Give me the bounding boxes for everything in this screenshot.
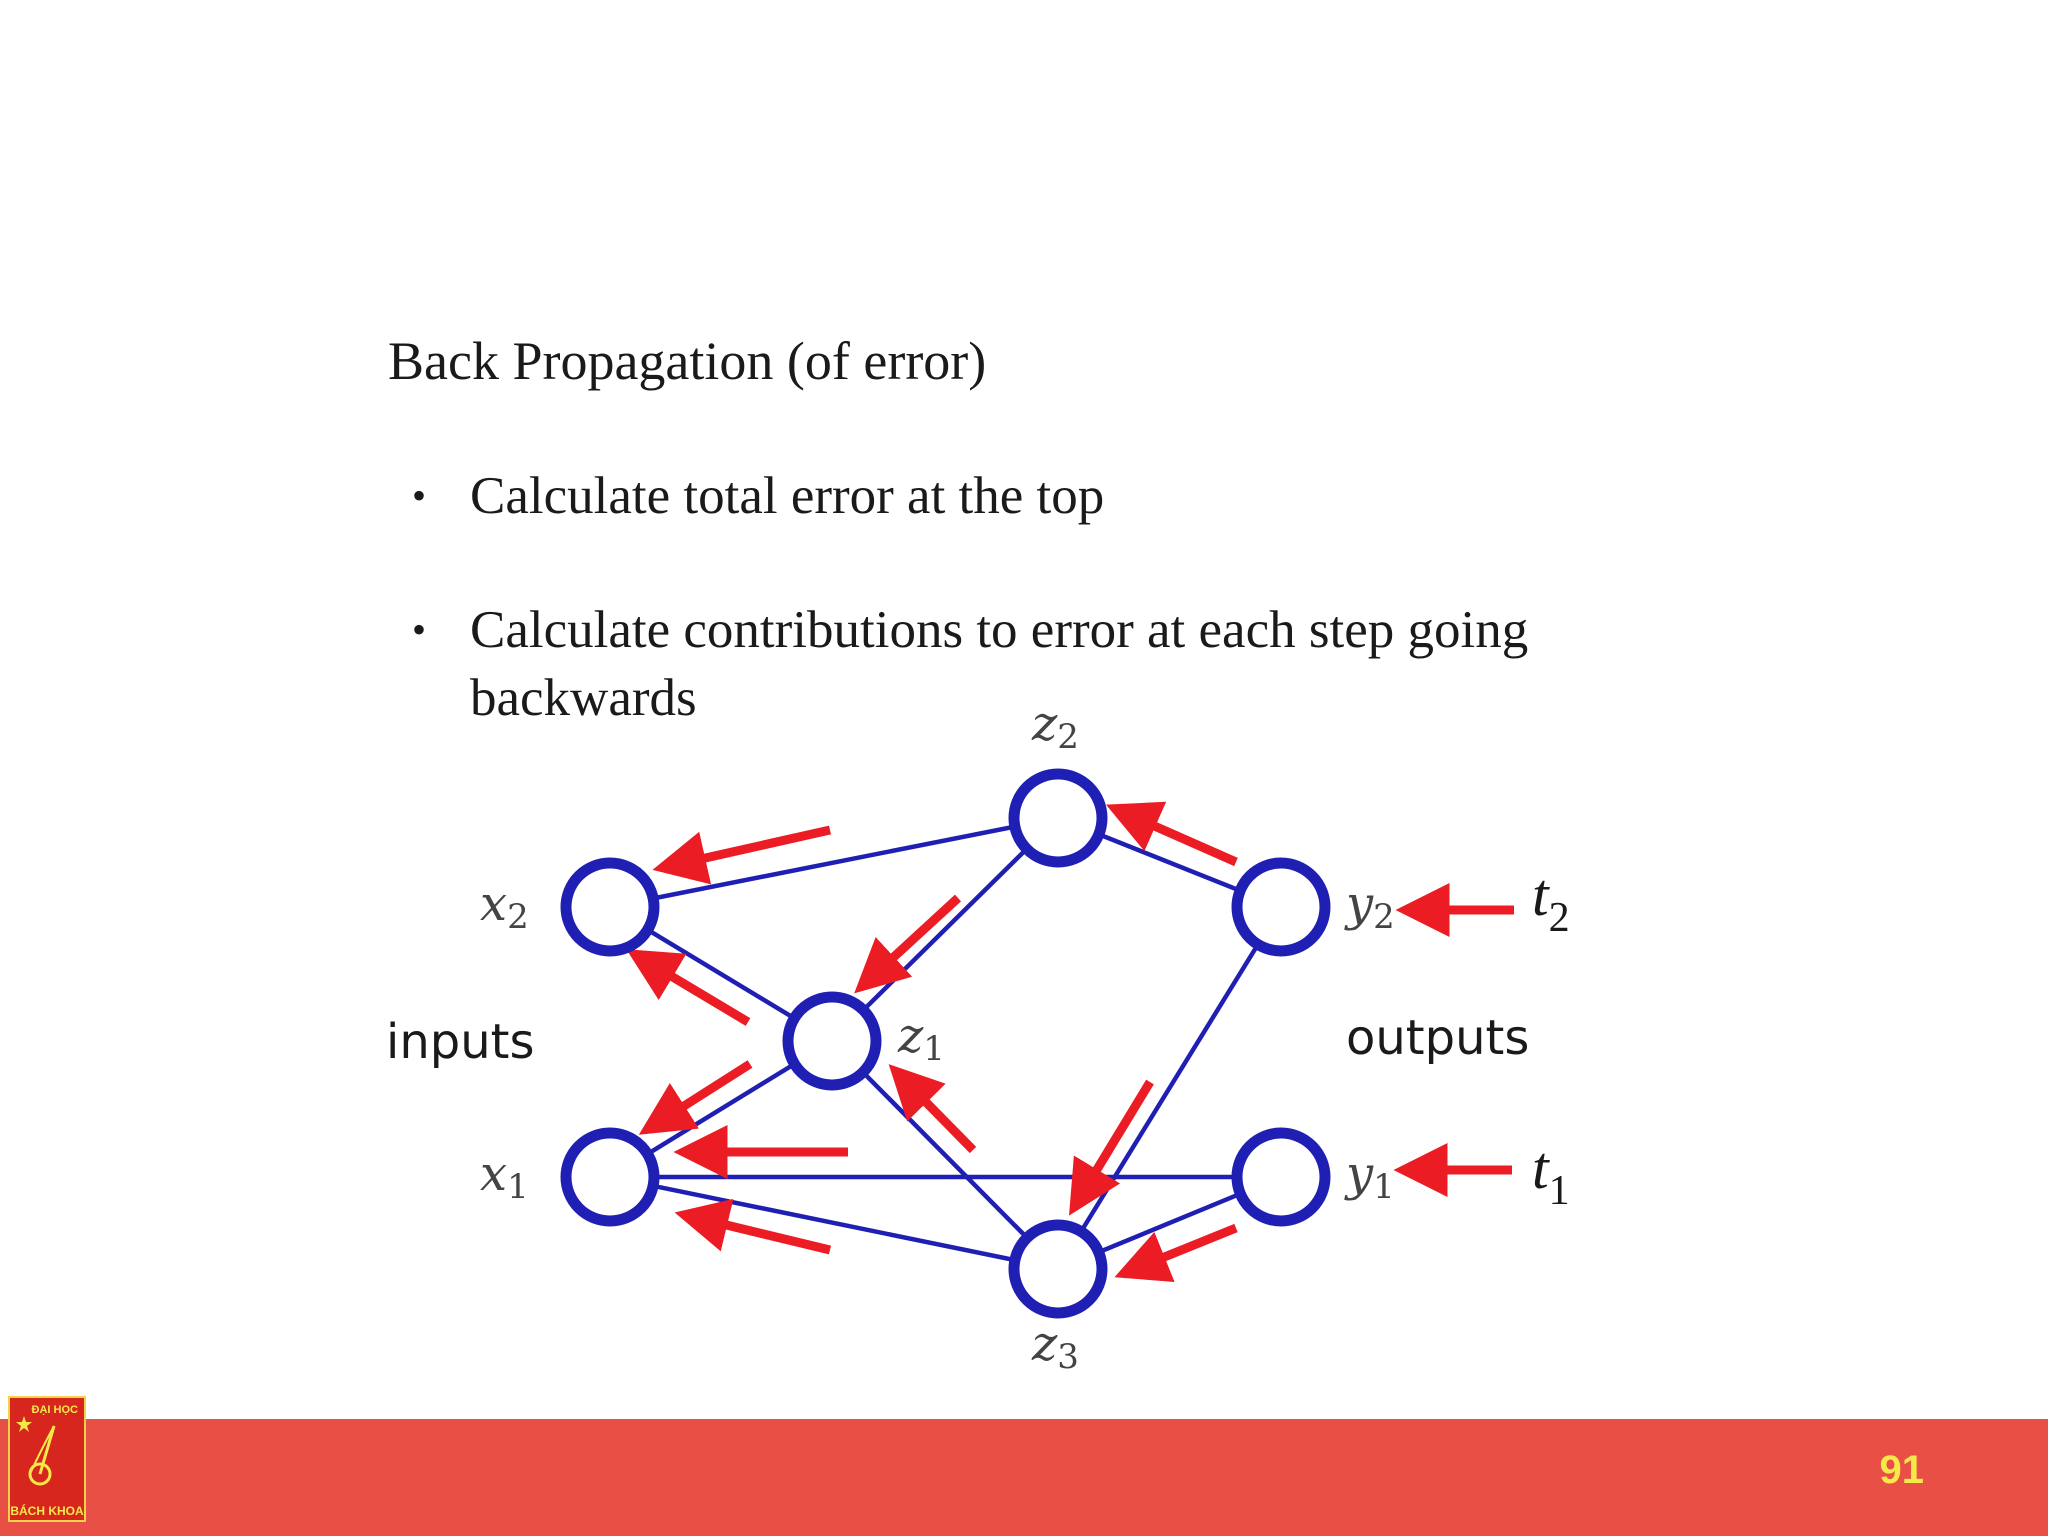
label-y1: y1 <box>1344 1146 1395 1207</box>
nodes <box>560 768 1331 1319</box>
node-y2 <box>1231 857 1331 957</box>
node-x2 <box>560 857 660 957</box>
bullet-dot: • <box>412 607 427 652</box>
arrow-z1-x1 <box>638 1060 753 1135</box>
arrow-y2-z3 <box>1069 1079 1154 1216</box>
label-z1: z1 <box>897 1008 945 1069</box>
node-y1 <box>1231 1127 1331 1227</box>
edge-y2-z3 <box>1056 905 1283 1271</box>
university-logo: ĐẠI HỌC BÁCH KHOA <box>8 1396 86 1522</box>
label-x1: x1 <box>480 1146 529 1207</box>
arrow-z2-x2 <box>652 825 831 885</box>
inputs-label: inputs <box>386 1014 534 1070</box>
arrow-y1-z3 <box>1114 1223 1238 1282</box>
label-y2: y2 <box>1344 876 1395 937</box>
label-x2: x2 <box>480 876 529 937</box>
edges <box>608 815 1283 1272</box>
arrow-z1-x2 <box>626 949 751 1026</box>
edge-z1-z3 <box>830 1039 1060 1271</box>
bullet-item: • Calculate contributions to error at eac… <box>412 596 1712 732</box>
slide-title: Back Propagation (of error) <box>388 331 987 391</box>
bullet-text: Calculate total error at the top <box>470 467 1105 525</box>
edge-x1-z3 <box>609 1174 1059 1272</box>
label-t2: t2 <box>1532 862 1570 941</box>
arrow-y2-z2 <box>1105 801 1238 867</box>
node-z1 <box>782 991 882 1091</box>
footer-bar <box>0 1419 2048 1536</box>
error-arrows <box>626 801 1514 1282</box>
label-t1: t1 <box>1532 1135 1570 1214</box>
logo-emblem-icon <box>16 1416 56 1486</box>
bullet-list: • Calculate total error at the top • Calcu… <box>412 462 1712 798</box>
arrow-z3-z1 <box>888 1064 977 1154</box>
outputs-label: outputs <box>1346 1010 1529 1066</box>
page-number: 91 <box>1879 1448 1925 1492</box>
arrow-z3-x1 <box>674 1198 832 1255</box>
node-z2 <box>1008 768 1108 868</box>
bullet-dot: • <box>412 473 427 518</box>
edge-x2-z2 <box>609 815 1059 910</box>
node-x1 <box>560 1127 660 1227</box>
label-z2: z2 <box>1031 696 1079 757</box>
logo-bottom-text: BÁCH KHOA <box>10 1504 84 1518</box>
bullet-item: • Calculate total error at the top <box>412 462 1712 530</box>
edge-z1-z2 <box>830 816 1060 1043</box>
node-z3 <box>1008 1219 1108 1319</box>
label-z3: z3 <box>1031 1316 1079 1377</box>
logo-top-text: ĐẠI HỌC <box>31 1404 78 1416</box>
arrow-z2-z1 <box>854 894 962 994</box>
bullet-text: Calculate contributions to error at each… <box>470 601 1529 727</box>
